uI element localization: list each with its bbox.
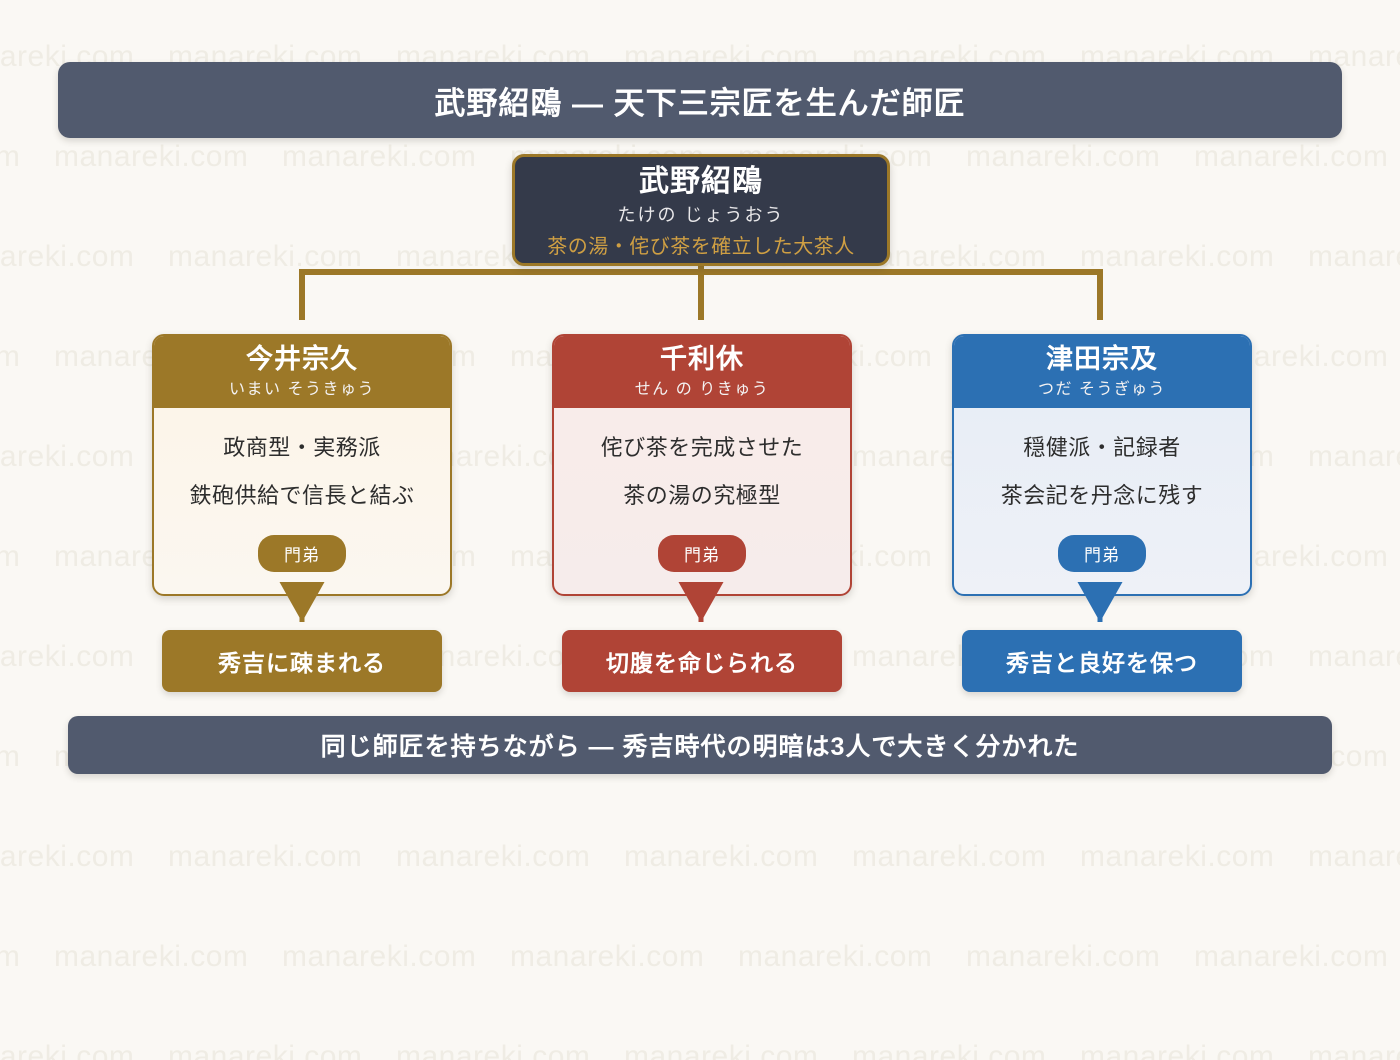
card-body: 政商型・実務派 鉄砲供給で信長と結ぶ bbox=[154, 408, 450, 510]
card-header: 千利休 せん の りきゅう bbox=[554, 336, 850, 408]
status-badge: 門弟 bbox=[258, 535, 346, 572]
disciple-name: 津田宗及 bbox=[1046, 344, 1158, 375]
outcome-label: 秀吉と良好を保つ bbox=[1006, 650, 1198, 676]
outcome-box-imai[interactable]: 秀吉に疎まれる bbox=[162, 630, 442, 692]
outcome-box-rikyu[interactable]: 切腹を命じられる bbox=[562, 630, 842, 692]
disciple-trait-line: 茶の湯の究極型 bbox=[623, 483, 781, 508]
diagram-title-bar: 武野紹鴎 ― 天下三宗匠を生んだ師匠 bbox=[58, 62, 1342, 138]
card-header: 今井宗久 いまい そうきゅう bbox=[154, 336, 450, 408]
disciple-name: 千利休 bbox=[660, 344, 744, 375]
disciple-kana: せん の りきゅう bbox=[634, 380, 770, 398]
disciple-trait-line: 鉄砲供給で信長と結ぶ bbox=[189, 483, 415, 508]
card-body: 侘び茶を完成させた 茶の湯の究極型 bbox=[554, 408, 850, 510]
status-badge: 門弟 bbox=[1058, 535, 1146, 572]
diagram-footer-bar: 同じ師匠を持ちながら ― 秀吉時代の明暗は3人で大きく分かれた bbox=[68, 716, 1332, 774]
outcome-box-tsuda[interactable]: 秀吉と良好を保つ bbox=[962, 630, 1242, 692]
disciple-trait-line: 侘び茶を完成させた bbox=[600, 435, 804, 460]
disciple-card-tsuda[interactable]: 津田宗及 つだ そうぎゅう 穏健派・記録者 茶会記を丹念に残す 門弟 bbox=[952, 334, 1252, 596]
disciple-trait-line: 政商型・実務派 bbox=[223, 435, 381, 460]
root-node-kana: たけの じょうおう bbox=[617, 204, 785, 225]
outcome-label: 切腹を命じられる bbox=[606, 650, 798, 676]
root-node-box bbox=[512, 154, 890, 266]
disciple-card-rikyu[interactable]: 千利休 せん の りきゅう 侘び茶を完成させた 茶の湯の究極型 門弟 bbox=[552, 334, 852, 596]
disciple-trait-line: 茶会記を丹念に残す bbox=[1000, 483, 1204, 508]
footer-summary: 同じ師匠を持ちながら ― 秀吉時代の明暗は3人で大きく分かれた bbox=[320, 733, 1080, 761]
root-node-description: 茶の湯・侘び茶を確立した大茶人 bbox=[547, 235, 855, 258]
disciple-kana: いまい そうきゅう bbox=[229, 380, 375, 398]
status-badge: 門弟 bbox=[658, 535, 746, 572]
disciple-card-imai[interactable]: 今井宗久 いまい そうきゅう 政商型・実務派 鉄砲供給で信長と結ぶ 門弟 bbox=[152, 334, 452, 596]
card-header: 津田宗及 つだ そうぎゅう bbox=[954, 336, 1250, 408]
disciple-name: 今井宗久 bbox=[246, 344, 358, 375]
outcome-label: 秀吉に疎まれる bbox=[218, 650, 386, 676]
card-body: 穏健派・記録者 茶会記を丹念に残す bbox=[954, 408, 1250, 510]
disciple-kana: つだ そうぎゅう bbox=[1038, 380, 1166, 398]
page-title: 武野紹鴎 ― 天下三宗匠を生んだ師匠 bbox=[434, 85, 966, 121]
root-node-name: 武野紹鴎 bbox=[639, 165, 763, 198]
root-node[interactable]: 武野紹鴎 たけの じょうおう 茶の湯・侘び茶を確立した大茶人 bbox=[512, 154, 890, 266]
disciple-trait-line: 穏健派・記録者 bbox=[1023, 435, 1181, 460]
